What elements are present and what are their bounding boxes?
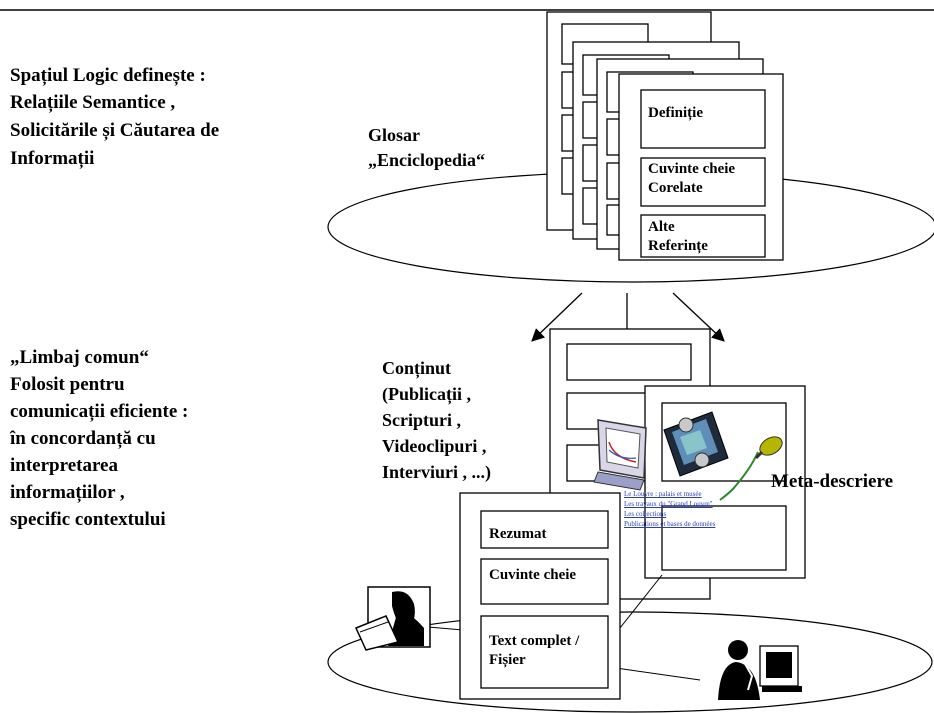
arrow-left xyxy=(531,292,583,342)
common-language-line-4: în concordanță cu xyxy=(10,428,156,449)
metadata-page xyxy=(644,385,806,579)
logical-space-line-4: Informații xyxy=(10,148,95,169)
content-title-line-5: Interviuri , ...) xyxy=(382,462,491,482)
content-title-line-4: Videoclipuri , xyxy=(382,436,487,456)
metadata-label: Meta-descriere xyxy=(771,471,894,492)
arrow-right xyxy=(672,292,725,342)
common-language-line-5: interpretarea xyxy=(10,455,118,476)
common-language-line-1: „Limbaj comun“ xyxy=(10,347,149,368)
web-link-3[interactable]: Les collections xyxy=(624,510,667,518)
glossary-box-references: Alte Referințe xyxy=(648,219,708,254)
content-title-line-2: (Publicații , xyxy=(382,384,471,404)
document-box-summary: Rezumat xyxy=(489,526,547,542)
woman-at-laptop-icon xyxy=(354,586,431,651)
document-box-fulltext: Text complet / Fișier xyxy=(489,633,580,668)
web-link-4[interactable]: Publications et bases de données xyxy=(624,520,716,528)
common-language-line-7: specific contextului xyxy=(10,509,166,530)
content-title-line-1: Conținut xyxy=(382,358,452,378)
document-page xyxy=(459,492,621,700)
logical-space-line-1: Spațiul Logic definește : xyxy=(10,65,206,86)
monitor-chart-icon xyxy=(593,419,647,491)
glossary-box-definition: Definiție xyxy=(648,105,703,121)
film-strip-icon xyxy=(663,411,729,477)
common-language-line-3: comunicații eficiente : xyxy=(10,401,189,422)
microphone-icon xyxy=(719,436,783,501)
document-box-keywords: Cuvinte cheie xyxy=(489,567,577,583)
glossary-box-keywords: Cuvinte cheie Corelate xyxy=(648,161,736,196)
glossary-title-line-2: „Enciclopedia“ xyxy=(368,150,486,170)
glossary-page-stack xyxy=(546,11,784,261)
connector-woman xyxy=(427,626,464,631)
content-title-line-3: Scripturi , xyxy=(382,410,461,430)
logical-space-line-2: Relațiile Semantice , xyxy=(10,92,176,113)
logical-space-line-3: Solicitările și Căutarea de xyxy=(10,120,220,141)
glossary-title-line-1: Glosar xyxy=(368,125,420,145)
connector-man xyxy=(615,667,701,681)
web-link-2[interactable]: Les travaux du "Grand Louvre" xyxy=(624,500,713,508)
common-language-line-2: Folosit pentru xyxy=(10,374,125,395)
common-language-line-6: informațiilor , xyxy=(10,482,125,503)
man-on-phone-icon xyxy=(718,640,802,700)
web-link-1[interactable]: Le Louvre : palais et musée xyxy=(624,490,702,498)
connector-metadata xyxy=(615,574,663,634)
